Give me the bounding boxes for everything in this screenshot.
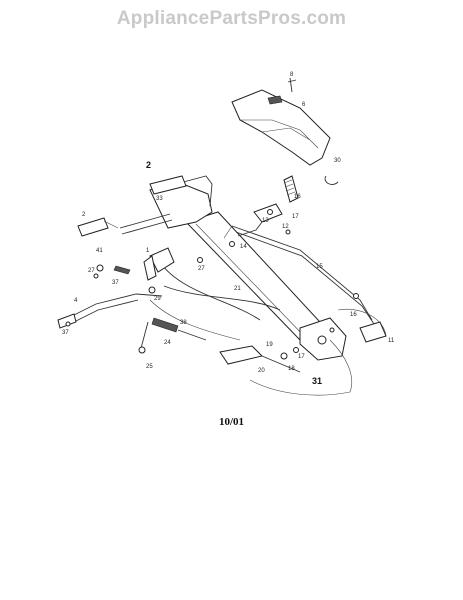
handle-tube <box>185 211 347 361</box>
callout-6: 6 <box>302 102 306 108</box>
callout-33: 33 <box>156 196 163 202</box>
callout-41: 41 <box>96 248 103 254</box>
callout-14: 14 <box>240 244 247 250</box>
callout-27-right: 27 <box>198 266 205 272</box>
callout-16-right: 16 <box>350 312 357 318</box>
callout-27-left: 27 <box>88 268 95 274</box>
watermark: AppliancePartsPros.com <box>116 8 347 29</box>
callout-25: 25 <box>146 364 153 370</box>
callout-30: 30 <box>334 158 341 164</box>
callout-13: 13 <box>262 218 269 224</box>
callout-11: 11 <box>388 338 395 344</box>
shift-lever <box>237 175 299 237</box>
handlebar <box>77 175 213 237</box>
callout-4: 4 <box>74 298 78 304</box>
clip-30 <box>324 175 339 185</box>
left-lever <box>96 247 175 294</box>
callout-17-lower: 17 <box>298 354 305 360</box>
callout-labels: 8 6 30 2 16 17 12 13 33 2 14 41 27 37 1 … <box>62 72 395 386</box>
callout-2-lower: 2 <box>82 212 86 218</box>
callout-12: 12 <box>282 224 289 230</box>
callout-18: 18 <box>288 366 295 372</box>
callout-29: 29 <box>154 296 161 302</box>
lower-lever <box>138 317 207 354</box>
callout-38: 38 <box>180 320 187 326</box>
depth-lever <box>219 308 387 396</box>
callout-24: 24 <box>164 340 171 346</box>
callout-8: 8 <box>290 72 294 78</box>
shield-cover <box>231 77 331 166</box>
callout-17: 17 <box>292 214 299 220</box>
callout-19: 19 <box>266 342 273 348</box>
callout-37-lower: 37 <box>62 330 69 336</box>
callout-37-upper: 37 <box>112 280 119 286</box>
callout-1: 1 <box>146 248 150 254</box>
callout-15: 15 <box>316 264 323 270</box>
callout-20: 20 <box>258 368 265 374</box>
date-code: 10/01 <box>218 416 245 428</box>
callout-2-upper: 2 <box>146 160 151 170</box>
callout-31: 31 <box>312 376 322 386</box>
fasteners <box>65 229 359 327</box>
callout-16: 16 <box>294 194 301 200</box>
control-rods <box>223 225 375 325</box>
drive-bail <box>57 293 163 329</box>
callout-21: 21 <box>234 286 241 292</box>
cables <box>149 261 281 341</box>
